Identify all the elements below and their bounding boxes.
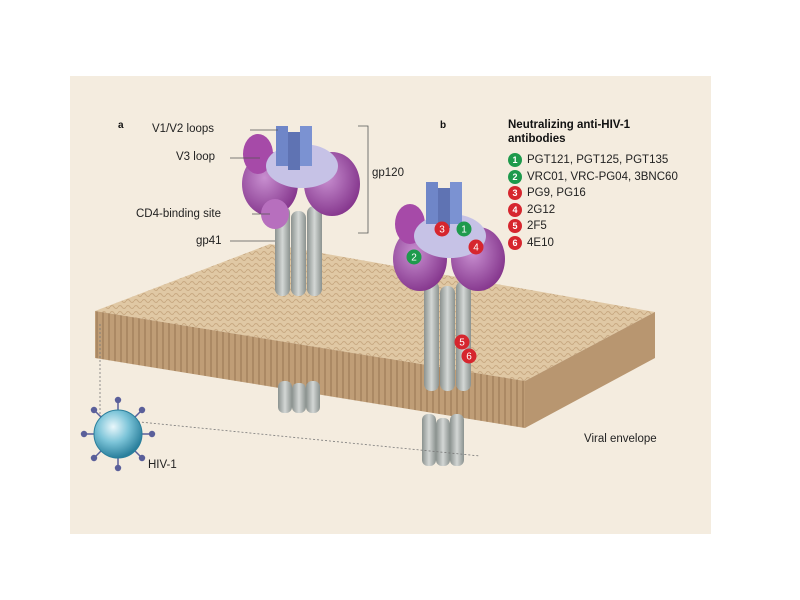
legend-text: 2F5 bbox=[527, 220, 547, 233]
legend-badge: 4 bbox=[508, 202, 522, 217]
gp41-label: gp41 bbox=[196, 235, 222, 247]
envelope-diagram: 3 1 4 2 5 6 bbox=[80, 125, 655, 472]
hiv-1-label: HIV-1 bbox=[148, 459, 177, 471]
marker-1: 1 bbox=[456, 221, 472, 237]
legend-text: PGT121, PGT125, PGT135 bbox=[527, 154, 669, 167]
marker-6: 6 bbox=[461, 348, 477, 364]
svg-text:5: 5 bbox=[459, 338, 465, 349]
legend-badge: 1 bbox=[508, 153, 522, 168]
legend-text: 4E10 bbox=[527, 236, 554, 249]
legend-title-line-1: Neutralizing anti-HIV-1 bbox=[508, 119, 631, 131]
spike-a bbox=[242, 126, 360, 296]
gp120-label: gp120 bbox=[372, 167, 404, 179]
panel-a-leader-lines bbox=[230, 125, 369, 242]
legend-badge: 3 bbox=[508, 186, 522, 201]
hiv-virion bbox=[80, 396, 156, 472]
viral-envelope-membrane bbox=[95, 244, 655, 428]
v1v2-loops-label: V1/V2 loops bbox=[152, 123, 215, 135]
svg-text:3: 3 bbox=[439, 225, 445, 236]
figure-panel: 3 1 4 2 5 6 bbox=[70, 76, 711, 534]
legend-text: 2G12 bbox=[527, 203, 556, 216]
marker-2: 2 bbox=[406, 249, 422, 265]
svg-text:6: 6 bbox=[466, 352, 472, 363]
svg-text:1: 1 bbox=[461, 225, 467, 236]
legend-text: VRC01, VRC-PG04, 3BNC60 bbox=[527, 170, 678, 183]
legend-item: 5 2F5 bbox=[508, 218, 708, 235]
legend-item: 1 PGT121, PGT125, PGT135 bbox=[508, 152, 708, 169]
marker-5: 5 bbox=[454, 334, 470, 350]
svg-text:4: 4 bbox=[473, 243, 479, 254]
antibody-markers: 3 1 4 2 5 6 bbox=[406, 221, 484, 364]
antibody-legend: Neutralizing anti-HIV-1 antibodies 1 PGT… bbox=[508, 118, 708, 251]
legend-title-line-2: antibodies bbox=[508, 133, 566, 145]
legend-item: 4 2G12 bbox=[508, 202, 708, 219]
legend-badge: 5 bbox=[508, 219, 522, 234]
viral-envelope-label: Viral envelope bbox=[584, 433, 657, 445]
cd4-binding-site-label: CD4-binding site bbox=[136, 208, 222, 220]
marker-3: 3 bbox=[434, 221, 450, 237]
svg-text:2: 2 bbox=[411, 253, 417, 264]
v3-loop-label: V3 loop bbox=[176, 151, 216, 163]
marker-4: 4 bbox=[468, 239, 484, 255]
panel-b-letter: b bbox=[440, 120, 447, 131]
legend-item: 3 PG9, PG16 bbox=[508, 185, 708, 202]
legend-text: PG9, PG16 bbox=[527, 187, 586, 200]
legend-badge: 6 bbox=[508, 235, 522, 250]
legend-item: 2 VRC01, VRC-PG04, 3BNC60 bbox=[508, 169, 708, 186]
panel-a-letter: a bbox=[118, 120, 124, 131]
legend-badge: 2 bbox=[508, 169, 522, 184]
legend-item: 6 4E10 bbox=[508, 235, 708, 252]
legend-title: Neutralizing anti-HIV-1 antibodies bbox=[508, 118, 708, 146]
